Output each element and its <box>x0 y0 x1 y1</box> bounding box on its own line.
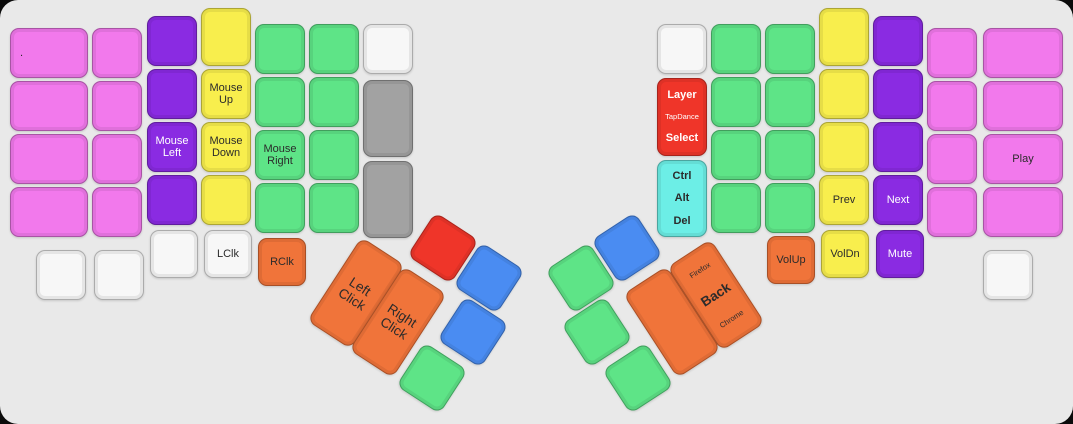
key-label: Chrome <box>717 307 745 330</box>
key-label: LClk <box>216 247 239 260</box>
key-mouse-down[interactable]: Mouse Down <box>201 122 251 172</box>
key-r-c5-r1[interactable] <box>765 24 815 74</box>
key-r-c2-r1[interactable] <box>927 28 977 78</box>
key-r-c5-r4[interactable] <box>765 183 815 233</box>
key-r-pinky-r1[interactable] <box>983 28 1063 78</box>
key-label: Next <box>886 193 910 206</box>
key-label: Del <box>673 214 691 227</box>
key-r-c2-r4[interactable] <box>927 187 977 237</box>
key-rclk[interactable]: RClk <box>258 238 306 286</box>
key-l-pinky-r1[interactable]: . <box>10 28 88 78</box>
key-l-c3-r1[interactable] <box>147 16 197 66</box>
key-l-c5-r1[interactable] <box>255 24 305 74</box>
key-label: Select <box>665 132 699 145</box>
key-r-c5-r3[interactable] <box>765 130 815 180</box>
key-mouse-right[interactable]: Mouse Right <box>255 130 305 180</box>
key-l-c4-r4[interactable] <box>201 175 251 225</box>
key-label: . <box>20 46 24 59</box>
key-l-pinky-r4[interactable] <box>10 187 88 237</box>
key-l-c2-r2[interactable] <box>92 81 142 131</box>
key-label: Play <box>1012 152 1034 165</box>
key-label: Prev <box>832 193 856 206</box>
key-label: Mouse Up <box>209 81 243 106</box>
key-l-c6-r2[interactable] <box>309 77 359 127</box>
key-r-c3-r3[interactable] <box>873 122 923 172</box>
key-label: Ctrl <box>672 170 692 183</box>
key-label: TapDance <box>665 111 699 121</box>
key-r-c6-r2[interactable] <box>711 77 761 127</box>
key-l-c6-r3[interactable] <box>309 130 359 180</box>
key-play[interactable]: Play <box>983 134 1063 184</box>
key-mute[interactable]: Mute <box>876 230 924 278</box>
key-l-bottom-3[interactable] <box>150 230 198 278</box>
key-l-bottom-2[interactable] <box>94 250 144 300</box>
key-l-c2-r4[interactable] <box>92 187 142 237</box>
key-r-c4-r1[interactable] <box>819 8 869 66</box>
key-next[interactable]: Next <box>873 175 923 225</box>
key-r-c6-r1[interactable] <box>711 24 761 74</box>
key-r-c3-r1[interactable] <box>873 16 923 66</box>
key-l-c3-r4[interactable] <box>147 175 197 225</box>
key-l-inner-r1[interactable] <box>363 24 413 74</box>
key-label: Mute <box>887 247 913 260</box>
key-label: Mouse Right <box>263 142 297 167</box>
key-l-pinky-r2[interactable] <box>10 81 88 131</box>
key-label: VolUp <box>776 253 806 266</box>
key-r-c4-r2[interactable] <box>819 69 869 119</box>
key-r-c6-r4[interactable] <box>711 183 761 233</box>
key-r-c2-r3[interactable] <box>927 134 977 184</box>
key-r-pinky-r4[interactable] <box>983 187 1063 237</box>
key-l-c2-r3[interactable] <box>92 134 142 184</box>
key-label: Mouse Left <box>155 134 189 159</box>
key-l-bottom-1[interactable] <box>36 250 86 300</box>
key-l-inner-r3[interactable] <box>363 161 413 238</box>
key-label: Alt <box>674 192 690 205</box>
key-prev[interactable]: Prev <box>819 175 869 225</box>
key-l-inner-r2[interactable] <box>363 80 413 157</box>
key-r-c6-r3[interactable] <box>711 130 761 180</box>
key-lclk[interactable]: LClk <box>204 230 252 278</box>
key-r-inner-r1[interactable] <box>657 24 707 74</box>
key-label: Back <box>698 279 734 311</box>
key-label: Layer <box>667 89 697 102</box>
key-l-c4-r1[interactable] <box>201 8 251 66</box>
key-l-c5-r4[interactable] <box>255 183 305 233</box>
key-mouse-left[interactable]: Mouse Left <box>147 122 197 172</box>
key-l-c6-r4[interactable] <box>309 183 359 233</box>
key-r-c5-r2[interactable] <box>765 77 815 127</box>
key-r-c3-r2[interactable] <box>873 69 923 119</box>
key-l-c5-r2[interactable] <box>255 77 305 127</box>
key-r-bottom-1[interactable] <box>983 250 1033 300</box>
key-voldn[interactable]: VolDn <box>821 230 869 278</box>
key-label: Firefox <box>687 260 712 281</box>
key-r-pinky-r2[interactable] <box>983 81 1063 131</box>
key-r-c2-r2[interactable] <box>927 81 977 131</box>
key-label: VolDn <box>830 247 860 260</box>
key-l-pinky-r3[interactable] <box>10 134 88 184</box>
key-l-c6-r1[interactable] <box>309 24 359 74</box>
key-l-c3-r2[interactable] <box>147 69 197 119</box>
key-label: Mouse Down <box>209 134 243 159</box>
key-mouse-up[interactable]: Mouse Up <box>201 69 251 119</box>
key-volup[interactable]: VolUp <box>767 236 815 284</box>
key-l-c2-r1[interactable] <box>92 28 142 78</box>
key-label: RClk <box>270 255 294 268</box>
key-r-c4-r3[interactable] <box>819 122 869 172</box>
